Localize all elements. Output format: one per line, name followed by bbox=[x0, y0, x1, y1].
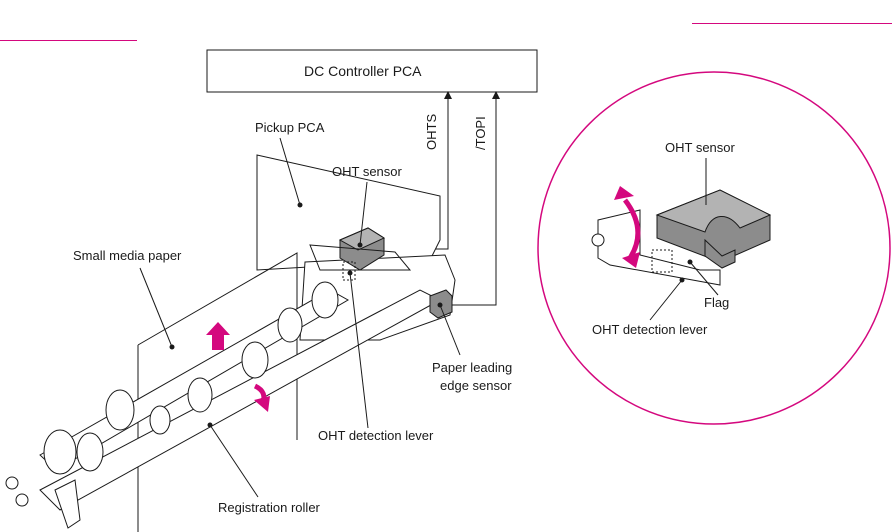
roller-4 bbox=[187, 377, 213, 413]
roller-5 bbox=[241, 341, 269, 379]
dc-controller-box bbox=[206, 49, 538, 93]
detail-oht-lever-label: OHT detection lever bbox=[592, 322, 708, 337]
detail-pivot bbox=[591, 233, 605, 247]
leading-edge-label-1: Paper leading bbox=[432, 360, 513, 375]
ohts-signal-label: OHTS bbox=[424, 113, 439, 150]
leader-oht-sensor bbox=[359, 181, 368, 246]
pickup-pca-board bbox=[256, 154, 441, 271]
shaft-end-1 bbox=[5, 476, 19, 490]
oht-detection-lever-dashed bbox=[342, 261, 356, 281]
pickup-pca-label: Pickup PCA bbox=[255, 120, 325, 135]
registration-roller bbox=[39, 289, 442, 511]
detail-oht-sensor-label: OHT sensor bbox=[665, 140, 735, 155]
registration-roller-label: Registration roller bbox=[218, 500, 320, 515]
leading-edge-label-2: edge sensor bbox=[440, 378, 512, 393]
link-underline-right[interactable] bbox=[692, 23, 892, 24]
leader-small-media bbox=[139, 267, 173, 348]
roller-8 bbox=[149, 405, 171, 435]
lever-bracket-bottom bbox=[54, 479, 81, 529]
roller-7 bbox=[311, 281, 339, 319]
small-media-label: Small media paper bbox=[73, 248, 182, 263]
sensor-bracket bbox=[309, 244, 412, 271]
detail-lever-plate bbox=[597, 209, 721, 286]
shaft-end-2 bbox=[15, 493, 29, 507]
roller-1 bbox=[43, 429, 77, 475]
detail-leader-lever bbox=[649, 279, 683, 321]
leader-oht-lever bbox=[349, 272, 369, 429]
topi-signal-line bbox=[446, 91, 500, 306]
roller-frame bbox=[299, 254, 456, 341]
roller-3 bbox=[105, 389, 135, 431]
detail-flag-dashed bbox=[651, 249, 673, 273]
roller-6 bbox=[277, 307, 303, 343]
paper-up-arrow bbox=[206, 322, 230, 350]
roller-2 bbox=[76, 432, 104, 472]
detail-rotation-arrow bbox=[622, 198, 641, 260]
dc-controller-title: DC Controller PCA bbox=[304, 63, 422, 79]
oht-sensor-label: OHT sensor bbox=[332, 164, 402, 179]
leader-registration bbox=[209, 424, 259, 498]
topi-signal-label: /TOPI bbox=[473, 116, 488, 150]
detail-flag-label: Flag bbox=[704, 295, 730, 310]
oht-detection-lever-label: OHT detection lever bbox=[318, 428, 434, 443]
link-underline-left[interactable] bbox=[0, 40, 137, 41]
leader-pickup-pca bbox=[279, 137, 301, 206]
leader-leading-edge bbox=[439, 304, 461, 356]
detail-leader-flag bbox=[689, 261, 719, 296]
